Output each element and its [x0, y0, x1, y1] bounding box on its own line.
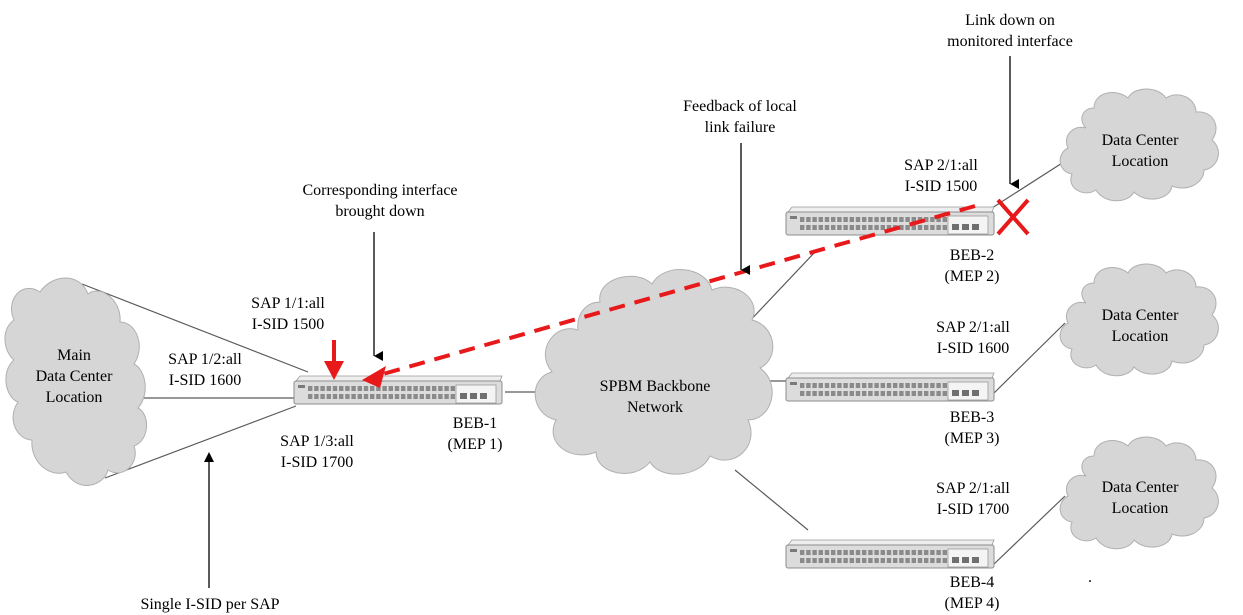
cloud-icon — [1059, 263, 1219, 377]
main-data-center-cloud — [4, 277, 147, 486]
arrow-down-icon — [324, 361, 344, 380]
cloud-icon — [4, 277, 147, 486]
beb3-sap-label: SAP 2/1:all I-SID 1600 — [936, 319, 1010, 357]
dc4-cloud-label: Data Center Location — [1101, 479, 1179, 517]
beb1-sap3-label: SAP 1/3:all I-SID 1700 — [280, 433, 354, 471]
cloud-icon — [1059, 436, 1219, 550]
beb2-sap-label: SAP 2/1:all I-SID 1500 — [904, 157, 978, 195]
link-backbone-to-beb4 — [734, 469, 809, 531]
beb1-sap1-label: SAP 1/1:all I-SID 1500 — [251, 295, 325, 333]
switches — [293, 206, 995, 569]
link-main-to-beb1-bottom — [104, 405, 297, 479]
link-backbone-to-beb2 — [744, 251, 816, 327]
link-down-annotation: Link down on monitored interface — [947, 12, 1073, 50]
main-cloud-label: Main Data Center Location — [35, 347, 113, 406]
beb2-label: BEB-2 (MEP 2) — [944, 247, 1000, 285]
backbone-cloud — [534, 269, 774, 475]
dc3-cloud-label: Data Center Location — [1101, 307, 1179, 345]
beb4-switch — [785, 539, 995, 569]
link-beb2-to-dc2 — [991, 157, 1071, 209]
beb3-label: BEB-3 (MEP 3) — [944, 409, 1000, 447]
failure-arrowhead — [362, 366, 386, 388]
beb4-sap-label: SAP 2/1:all I-SID 1700 — [936, 480, 1010, 518]
cloud-icon — [534, 269, 774, 475]
dc2-cloud-label: Data Center Location — [1101, 132, 1179, 170]
corresponding-annotation: Corresponding interface brought down — [302, 182, 458, 220]
stray-dot: . — [1088, 569, 1092, 586]
beb1-label: BEB-1 (MEP 1) — [447, 415, 503, 453]
dc2-cloud — [1059, 88, 1219, 202]
link-beb4-to-dc4 — [992, 495, 1066, 566]
backbone-cloud-label: SPBM Backbone Network — [599, 378, 711, 416]
arrow-up-icon — [204, 452, 214, 588]
dc3-cloud — [1059, 263, 1219, 377]
dc4-cloud — [1059, 436, 1219, 550]
cloud-icon — [1059, 88, 1219, 202]
x-mark-icon — [996, 198, 1030, 236]
link-beb3-to-dc3 — [992, 322, 1066, 395]
single-isid-annotation: Single I-SID per SAP — [140, 596, 280, 613]
beb3-switch — [785, 372, 995, 402]
link-main-to-beb1-top — [81, 283, 309, 373]
beb2-switch — [785, 206, 995, 236]
beb1-switch — [293, 375, 503, 405]
beb4-label: BEB-4 (MEP 4) — [944, 574, 1000, 612]
feedback-annotation: Feedback of local link failure — [683, 98, 797, 136]
beb1-sap2-label: SAP 1/2:all I-SID 1600 — [168, 351, 242, 389]
